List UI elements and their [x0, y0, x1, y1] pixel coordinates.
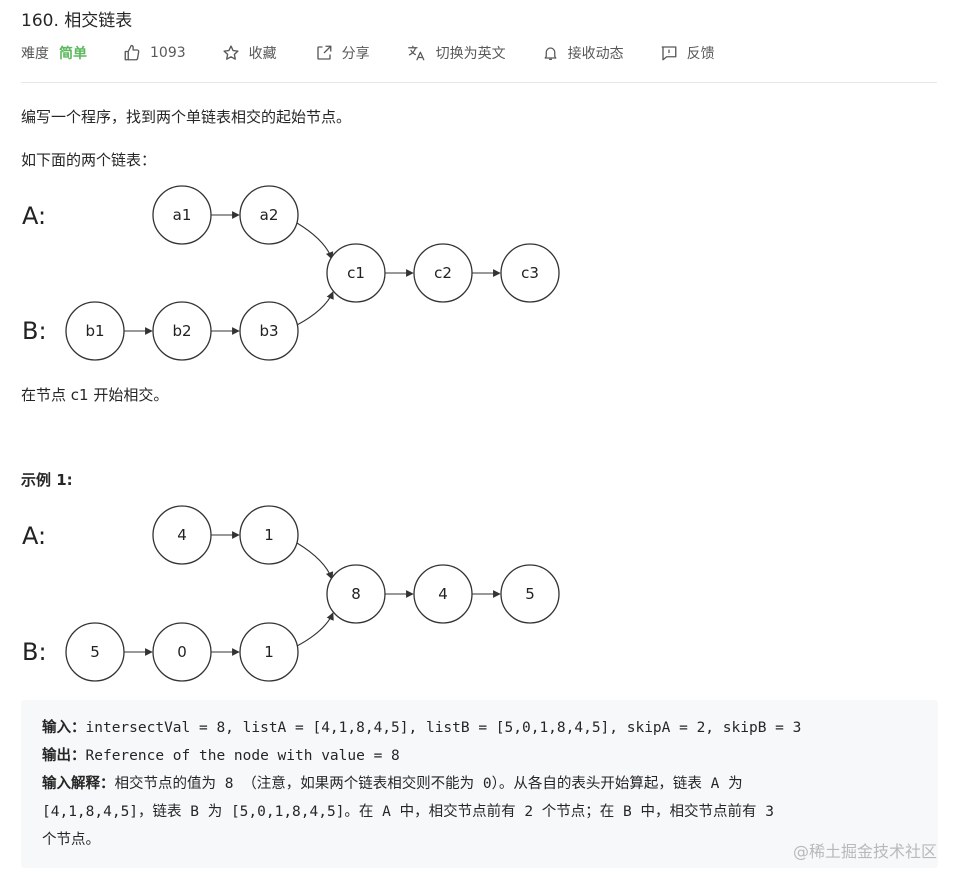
- node-b-1-label: 1: [264, 643, 274, 661]
- difficulty-label: 难度: [21, 46, 49, 62]
- feedback-button[interactable]: 反馈: [660, 43, 715, 63]
- node-b3: b3: [239, 301, 299, 361]
- output-label: 输出：: [42, 748, 86, 764]
- notify-label: 接收动态: [567, 46, 624, 62]
- input-label: 输入：: [42, 720, 86, 736]
- output-value: Reference of the node with value = 8: [85, 748, 400, 764]
- node-a-4-label: 4: [177, 526, 187, 544]
- bell-icon: [544, 47, 557, 61]
- node-shared-5: 5: [500, 564, 560, 624]
- translate-icon: [407, 45, 425, 61]
- edge-1-8: [296, 542, 334, 580]
- feedback-label: 反馈: [686, 46, 715, 62]
- node-a1-label: a1: [173, 206, 192, 224]
- linked-list-figure-1: A: B: a1 a2 b1 b2 b3 c1 c2 c3: [22, 185, 560, 361]
- node-c2: c2: [413, 243, 473, 303]
- node-c3-label: c3: [521, 264, 539, 282]
- node-shared-8: 8: [326, 564, 386, 624]
- node-b-0-label: 0: [177, 643, 187, 661]
- figure2-label-b: B:: [22, 638, 47, 666]
- node-b-5-label: 5: [90, 643, 100, 661]
- node-shared-5-label: 5: [525, 585, 535, 603]
- linked-list-figure-2: A: B: 4 1 5 0 1 8 4 5: [22, 505, 560, 682]
- share-icon: [316, 45, 332, 60]
- node-b1: b1: [65, 301, 125, 361]
- like-count: 1093: [150, 45, 186, 61]
- example-output-line: 输出：Reference of the node with value = 8: [42, 742, 922, 770]
- difficulty-badge: 简单: [59, 46, 87, 62]
- watermark: @稀土掘金技术社区: [792, 842, 937, 861]
- star-icon: [223, 45, 239, 60]
- share-label: 分享: [341, 46, 370, 62]
- share-button[interactable]: 分享: [315, 43, 370, 63]
- node-c1-label: c1: [347, 264, 365, 282]
- node-a2: a2: [239, 185, 299, 245]
- node-c1: c1: [326, 243, 386, 303]
- thumbs-up-icon: [124, 44, 140, 61]
- translate-button[interactable]: 切换为英文: [407, 43, 506, 63]
- node-b1-label: b1: [85, 322, 104, 340]
- node-a-1: 1: [239, 505, 299, 565]
- translate-label: 切换为英文: [435, 46, 506, 62]
- problem-title: 160. 相交链表: [21, 11, 133, 31]
- example-code-block: 输入：intersectVal = 8, listA = [4,1,8,4,5]…: [21, 700, 938, 868]
- favorite-button[interactable]: 收藏: [222, 43, 277, 63]
- edge-a2-c1: [296, 222, 334, 260]
- node-a2-label: a2: [260, 206, 279, 224]
- figure2-label-a: A:: [22, 522, 46, 550]
- node-shared-8-label: 8: [351, 585, 361, 603]
- intersection-note: 在节点 c1 开始相交。: [21, 386, 169, 404]
- header-divider: [21, 82, 937, 83]
- node-a1: a1: [152, 185, 212, 245]
- node-b-0: 0: [152, 622, 212, 682]
- input-value: intersectVal = 8, listA = [4,1,8,4,5], l…: [85, 720, 802, 736]
- like-button[interactable]: 1093: [123, 44, 186, 62]
- explain-label: 输入解释：: [42, 776, 115, 792]
- feedback-icon: [661, 46, 677, 61]
- node-b-5: 5: [65, 622, 125, 682]
- node-c2-label: c2: [434, 264, 452, 282]
- favorite-label: 收藏: [248, 46, 277, 62]
- explain-line-3: 个节点。: [42, 832, 100, 848]
- figure1-label-b: B:: [22, 317, 47, 345]
- problem-meta-bar: 难度 简单 1093 收藏 分享 切换为英文: [21, 42, 715, 64]
- example-heading: 示例 1:: [21, 471, 73, 489]
- node-shared-4: 4: [413, 564, 473, 624]
- edge-1b-8: [296, 612, 334, 647]
- node-b2: b2: [152, 301, 212, 361]
- node-b-1: 1: [239, 622, 299, 682]
- figure1-label-a: A:: [22, 202, 46, 230]
- node-a-4: 4: [152, 505, 212, 565]
- notify-button[interactable]: 接收动态: [542, 43, 624, 63]
- description-intro: 编写一个程序，找到两个单链表相交的起始节点。: [21, 108, 352, 126]
- node-shared-4-label: 4: [438, 585, 448, 603]
- explain-line-2: [4,1,8,4,5]，链表 B 为 [5,0,1,8,4,5]。在 A 中，相…: [42, 804, 774, 820]
- example-input-line: 输入：intersectVal = 8, listA = [4,1,8,4,5]…: [42, 714, 922, 742]
- node-c3: c3: [500, 243, 560, 303]
- edge-b3-c1: [296, 291, 334, 326]
- node-b3-label: b3: [259, 322, 278, 340]
- node-a-1-label: 1: [264, 526, 274, 544]
- node-b2-label: b2: [172, 322, 191, 340]
- description-lead: 如下面的两个链表：: [21, 151, 157, 169]
- explain-line-1: 相交节点的值为 8 （注意，如果两个链表相交则不能为 0）。从各自的表头开始算起…: [114, 776, 743, 792]
- example-explain-line: 输入解释：相交节点的值为 8 （注意，如果两个链表相交则不能为 0）。从各自的表…: [42, 770, 922, 798]
